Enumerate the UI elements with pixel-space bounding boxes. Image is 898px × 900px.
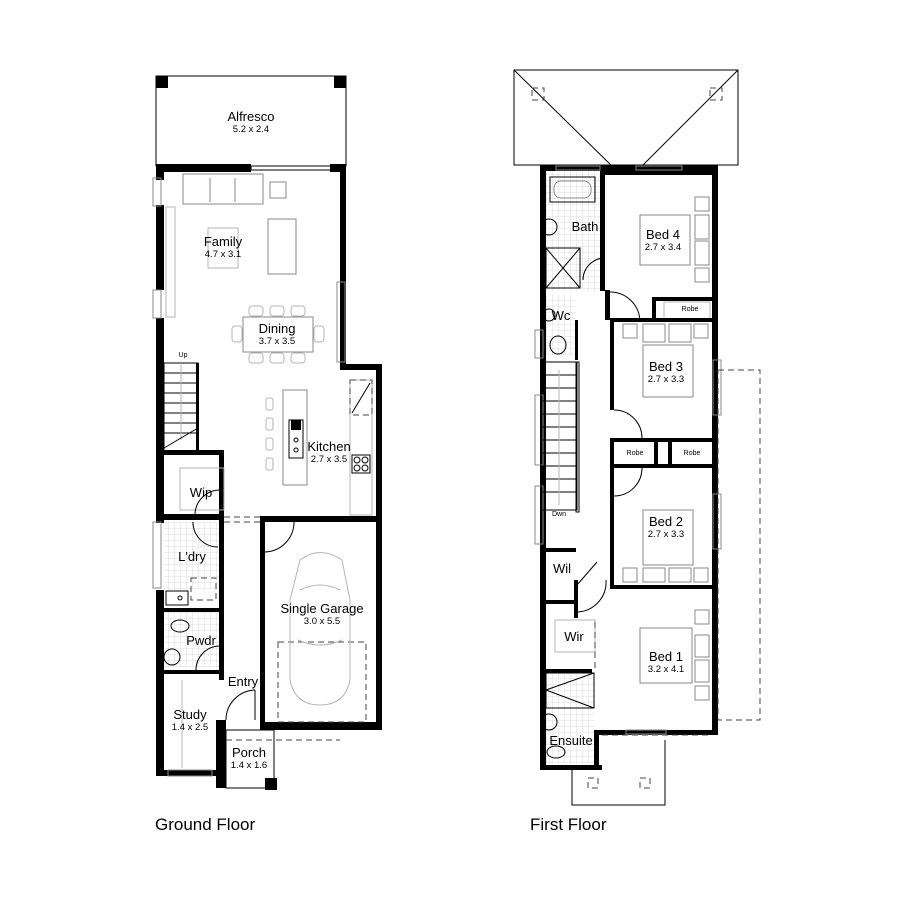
room-label-bath: Bath [571,219,599,234]
room-label-kitchen: Kitchen 2.7 x 3.5 [307,439,351,465]
window [152,521,162,589]
room-label-porch: Porch 1.4 x 1.6 [230,745,268,771]
room-label-robe-bed4: Robe [681,306,699,313]
room-label-ensuite: Ensuite [549,733,593,748]
room-label-bed1: Bed 1 3.2 x 4.1 [647,649,685,675]
room-label-robe-bed2: Robe [683,450,701,457]
room-label-entry: Entry [227,674,259,689]
window [152,177,162,207]
ground-floor-plan [152,75,382,790]
room-label-alfresco: Alfresco 5.2 x 2.4 [227,109,275,135]
window [336,281,346,363]
window [167,769,213,777]
sliding-door [250,165,332,171]
car-icon [289,552,351,706]
room-label-dining: Dining 3.7 x 3.5 [258,321,296,347]
room-label-robe-bed3: Robe [626,450,644,457]
stairs-up-label: Up [178,352,188,359]
room-label-powder: Pwdr [186,633,216,648]
room-label-bed3: Bed 3 2.7 x 3.3 [647,359,685,385]
first-floor-title: First Floor [530,815,607,834]
room-label-bed2: Bed 2 2.7 x 3.3 [647,514,685,540]
room-label-study: Study 1.4 x 2.5 [171,707,209,733]
stairs-down-label: Dwn [551,511,567,518]
window [152,289,162,319]
ground-floor-title: Ground Floor [155,815,256,834]
alfresco-column [156,76,168,88]
stairs-up [163,362,199,454]
room-label-laundry: L'dry [178,549,206,564]
room-label-wip: Wip [189,485,213,500]
room-label-wir: Wir [564,629,584,644]
first-floor-plan [513,69,761,806]
room-label-wil: Wil [552,561,572,576]
room-label-family: Family 4.7 x 3.1 [203,234,243,260]
room-label-garage: Single Garage 3.0 x 5.5 [280,601,364,627]
alfresco-column [334,76,346,88]
stairs-down [540,361,580,513]
room-label-bed4: Bed 4 2.7 x 3.4 [644,227,682,253]
room-label-wc: Wc [551,308,571,323]
